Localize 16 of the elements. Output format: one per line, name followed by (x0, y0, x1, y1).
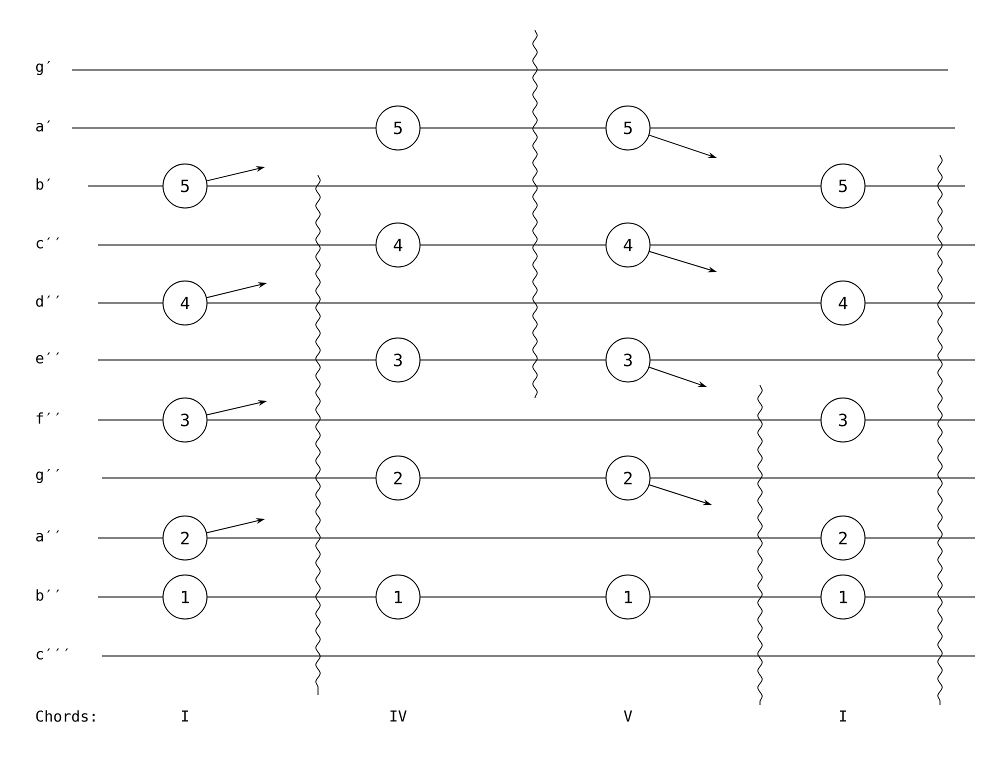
pitch-label: a′ (36, 120, 50, 132)
pitch-label: c′′ (36, 237, 60, 249)
pitch-label: d′′ (36, 295, 60, 307)
pitch-label: b′′ (36, 589, 60, 601)
pitch-label: a′′ (36, 530, 60, 542)
chords-label: Chords: (36, 710, 95, 722)
chord-label: I (840, 710, 846, 722)
chord-label: I (182, 710, 188, 722)
chord-label: V (624, 710, 632, 722)
pitch-label: f′′ (36, 412, 60, 424)
pitch-label: g′ (36, 60, 50, 76)
pitch-label: b′ (36, 178, 50, 190)
chord-label: IV (390, 710, 407, 722)
pitch-label: g′′ (36, 468, 60, 484)
pitch-label: e′′ (36, 352, 60, 364)
pitch-label: c′′′ (36, 648, 68, 660)
